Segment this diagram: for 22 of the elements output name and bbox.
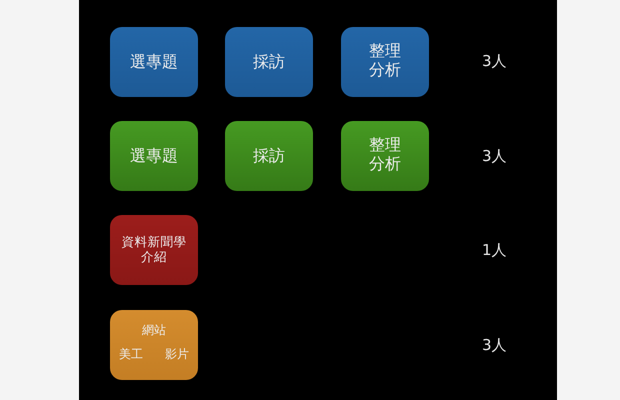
node-text: 資料新聞學介紹	[121, 234, 187, 264]
headcount-label: 3人	[482, 52, 507, 71]
node-text: 採訪	[252, 52, 286, 72]
headcount-label: 1人	[482, 241, 507, 260]
node-text: 美工	[118, 347, 144, 362]
process-box	[341, 27, 429, 97]
node-text: 選專題	[129, 52, 179, 72]
node-text: 整理分析	[368, 135, 402, 174]
node-text: 整理分析	[368, 41, 402, 80]
process-box	[341, 121, 429, 191]
process-box	[110, 215, 198, 285]
process-box	[225, 27, 313, 97]
headcount-label: 3人	[482, 336, 507, 355]
node-text: 影片	[164, 347, 190, 362]
node-text: 採訪	[252, 146, 286, 166]
node-text: 網站	[141, 323, 167, 338]
headcount-label: 3人	[482, 147, 507, 166]
node-text: 選專題	[129, 146, 179, 166]
process-box	[110, 27, 198, 97]
process-box	[110, 121, 198, 191]
process-box	[225, 121, 313, 191]
process-box	[110, 310, 198, 380]
